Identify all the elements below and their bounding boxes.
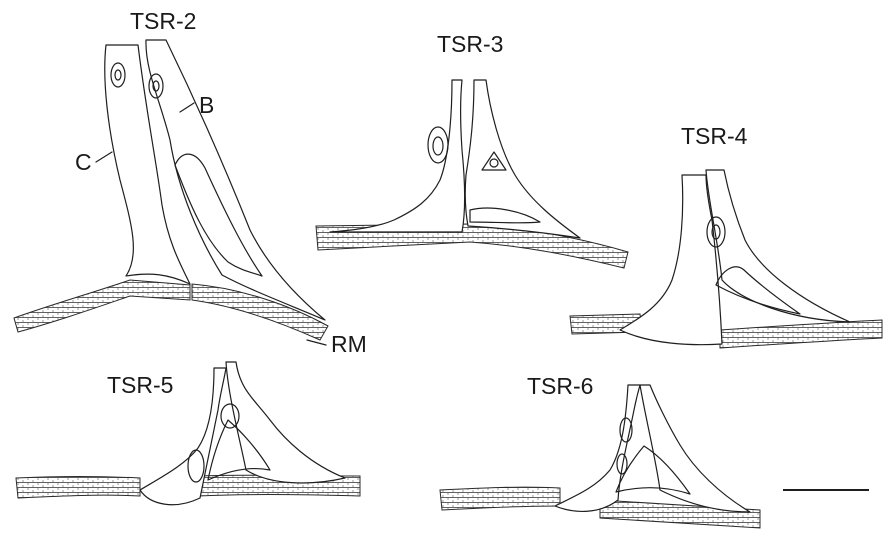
tsr-6-nerve-right (640, 385, 750, 512)
tsr-6-nerve-left (555, 385, 640, 511)
tsr-4-muscle-right (720, 320, 882, 348)
muscle-rm-label: RM (331, 331, 367, 357)
branch-c-label: C (75, 149, 92, 175)
tsr-5-drawing: TSR-5 (16, 362, 360, 505)
tsr-6-drawing: TSR-6 (440, 373, 760, 528)
tsr-2-drawing: TSR-2 B C RM (14, 8, 367, 357)
tsr-5-label: TSR-5 (107, 372, 173, 398)
tsr-5-muscle-left (16, 477, 140, 499)
tsr-4-nerve-right (706, 170, 850, 322)
tsr-6-muscle-left (440, 487, 560, 510)
tsr-3-label: TSR-3 (437, 31, 503, 57)
tsr-2-leader-rm (307, 340, 326, 345)
tsr-3-fibre-1-inner (433, 137, 443, 155)
tsr-2-leader-c (96, 152, 112, 162)
tsr-3-nerve-left (330, 80, 465, 232)
tsr-5-nerve-right (226, 362, 345, 483)
tsr-3-fibre-1 (428, 127, 448, 163)
tsr-2-muscle-left (14, 280, 190, 332)
tsr-4-drawing: TSR-4 (570, 123, 882, 348)
tsr-4-label: TSR-4 (681, 123, 748, 149)
branch-b-label: B (199, 92, 214, 118)
tsr-6-label: TSR-6 (527, 373, 593, 399)
tsr-3-drawing: TSR-3 (316, 31, 628, 268)
tsr-2-label: TSR-2 (130, 8, 196, 34)
